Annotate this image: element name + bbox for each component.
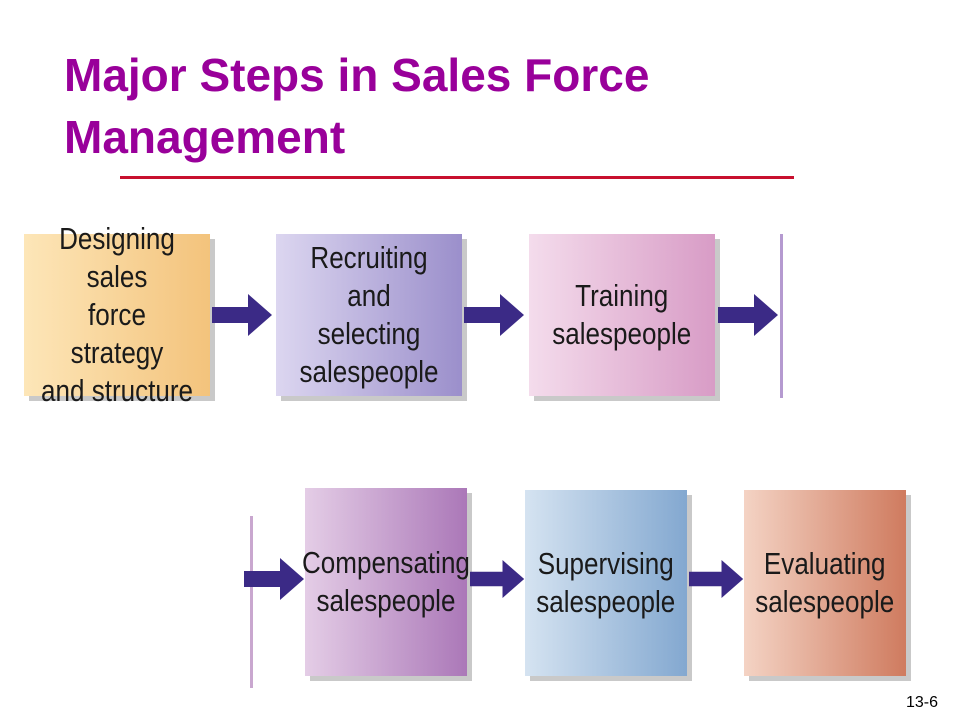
page-number: 13-6 <box>905 694 938 711</box>
step-label: Training salespeople <box>552 278 692 351</box>
arrow-right-icon <box>244 558 304 600</box>
row-continuation-bar <box>780 234 783 398</box>
step-label: Designing sales force strategy and struc… <box>41 221 193 408</box>
step-compensating: Compensating salespeople <box>302 488 472 681</box>
step-training: Training salespeople <box>529 234 720 401</box>
arrow-right-icon <box>464 294 524 336</box>
step-label: Evaluating salespeople <box>755 546 895 619</box>
step-designing-strategy: Designing sales force strategy and struc… <box>24 221 215 408</box>
step-label: Compensating salespeople <box>302 545 470 618</box>
arrow-right-icon <box>689 560 744 598</box>
arrow-right-icon <box>718 294 778 336</box>
step-label: Recruiting and selecting salespeople <box>299 240 439 389</box>
step-label: Supervising salespeople <box>536 546 676 619</box>
row-continuation-bar <box>250 516 253 688</box>
step-supervising: Supervising salespeople <box>525 490 692 681</box>
step-evaluating: Evaluating salespeople <box>744 490 911 681</box>
arrow-right-icon <box>470 560 525 598</box>
title-underline <box>120 176 794 179</box>
step-recruiting-selecting: Recruiting and selecting salespeople <box>276 234 467 401</box>
slide-title: Major Steps in Sales Force Management <box>64 49 650 163</box>
arrow-right-icon <box>212 294 272 336</box>
